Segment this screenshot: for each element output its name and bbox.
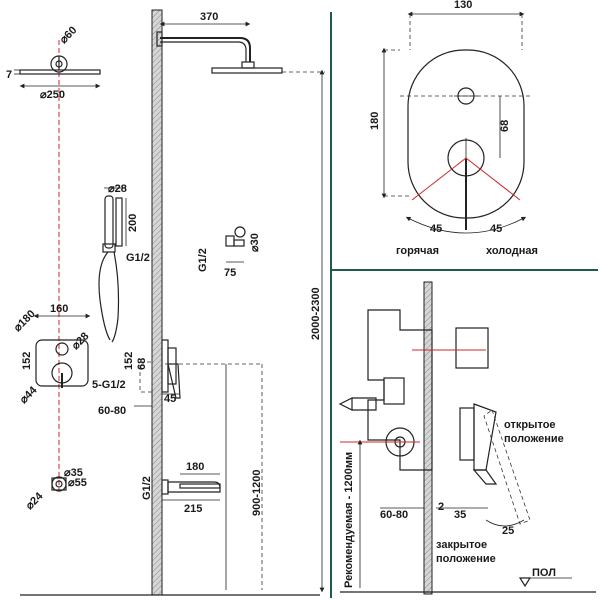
shower-hose (98, 251, 120, 343)
spout-small-diameter: ⌀24 (24, 490, 46, 512)
recommended-height: Рекомендуемая - 1200мм (343, 452, 355, 588)
head-diameter: ⌀250 (40, 89, 65, 101)
holder-thread: G1/2 (197, 248, 209, 272)
holder-diameter: ⌀30 (249, 233, 261, 252)
spout-thread: G1/2 (141, 476, 153, 500)
spout-length: 180 (186, 461, 204, 473)
head-shower-top (19, 55, 101, 75)
oval-height: 180 (369, 112, 381, 130)
spout-outlet-diameter: ⌀35 (64, 467, 83, 479)
lever-closed (483, 409, 531, 525)
hose-thread: G1/2 (126, 252, 150, 264)
section-wall (423, 281, 433, 595)
plate-width: 160 (50, 303, 68, 315)
hot-label: горячая (396, 245, 439, 257)
lever-base-diameter: ⌀44 (18, 384, 40, 406)
angle-right: 45 (490, 223, 502, 235)
hand-shower-diameter: ⌀28 (108, 183, 127, 195)
floor-marker (518, 577, 532, 588)
oval-plate (407, 49, 525, 230)
wall-anchor (338, 397, 377, 411)
side-center-offset: 68 (136, 358, 148, 370)
hand-shower (102, 195, 123, 253)
spout-reach: 215 (184, 503, 202, 515)
head-fixing-diameter: ⌀60 (58, 24, 80, 46)
open-position-line1: открытое (504, 419, 556, 431)
hose-holder (225, 226, 246, 247)
wall (151, 9, 163, 596)
cold-label: холодная (486, 245, 538, 257)
head-thickness: 7 (6, 69, 12, 81)
shower-arm (156, 31, 283, 74)
oval-width: 130 (454, 0, 472, 11)
oval-center-offset: 68 (499, 120, 511, 132)
section-depth: 35 (454, 509, 466, 521)
open-position-line2: положение (504, 433, 564, 445)
spout-side-view (161, 479, 221, 495)
spout-body-diameter: ⌀55 (68, 477, 87, 489)
floor-label: ПОЛ (532, 567, 556, 579)
lever-open (459, 403, 498, 485)
hand-shower-length: 200 (127, 214, 139, 232)
spout-front-view (51, 476, 67, 492)
side-recess: 60-80 (98, 405, 126, 417)
section-gap: 2 (438, 501, 444, 513)
closed-position-line2: положение (436, 553, 496, 565)
arm-length: 370 (200, 11, 218, 23)
side-depth: 45 (164, 393, 176, 405)
angle-left: 45 (430, 223, 442, 235)
mixer-front-view (35, 339, 89, 388)
section-lever-angle: 25 (502, 525, 514, 537)
section-recess: 60-80 (380, 509, 408, 521)
closed-position-line1: закрытое (436, 539, 487, 551)
side-threads: 5-G1/2 (92, 379, 126, 391)
head-height-range: 2000-2300 (310, 287, 322, 340)
plate-height: 152 (21, 352, 33, 370)
holder-depth: 75 (224, 267, 236, 279)
plate-outer-diameter: ⌀180 (12, 308, 38, 334)
spout-height-range: 900-1200 (251, 470, 263, 517)
side-plate-height: 152 (123, 352, 135, 370)
